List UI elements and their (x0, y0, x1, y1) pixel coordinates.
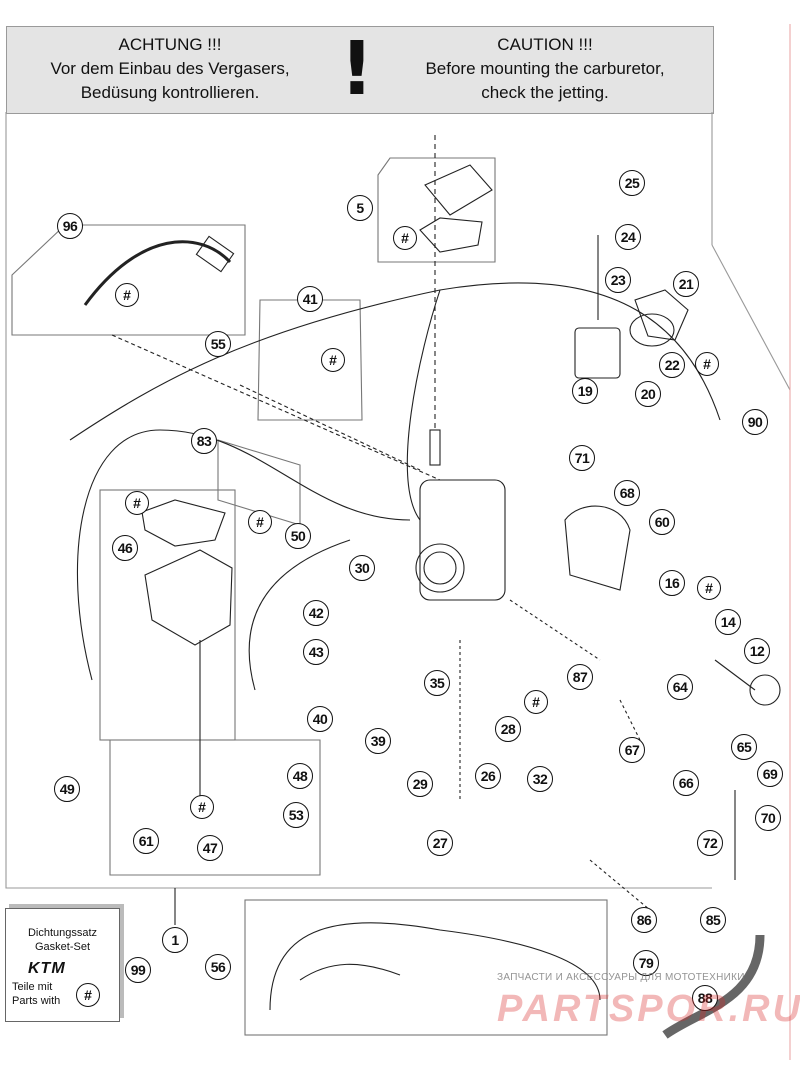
part-callout-25[interactable]: 25 (619, 170, 645, 196)
part-callout-20[interactable]: 20 (635, 381, 661, 407)
part-callout-79[interactable]: 79 (633, 950, 659, 976)
gasket-set-card: Dichtungssatz Gasket-Set Teile mit Parts… (5, 908, 120, 1022)
gasket-hash-icon: # (321, 348, 345, 372)
watermark: PARTSPOR.RU (497, 988, 800, 1030)
part-callout-19[interactable]: 19 (572, 378, 598, 404)
part-callout-61[interactable]: 61 (133, 828, 159, 854)
part-callout-26[interactable]: 26 (475, 763, 501, 789)
part-callout-71[interactable]: 71 (569, 445, 595, 471)
part-callout-96[interactable]: 96 (57, 213, 83, 239)
part-callout-40[interactable]: 40 (307, 706, 333, 732)
part-callout-24[interactable]: 24 (615, 224, 641, 250)
part-callout-23[interactable]: 23 (605, 267, 631, 293)
warning-banner (6, 26, 714, 114)
part-callout-55[interactable]: 55 (205, 331, 231, 357)
part-callout-87[interactable]: 87 (567, 664, 593, 690)
gasket-set-label-en: Gasket-Set (34, 941, 91, 953)
gasket-set-label-de: Dichtungssatz (27, 927, 98, 939)
gasket-hash-icon: # (697, 576, 721, 600)
part-callout-49[interactable]: 49 (54, 776, 80, 802)
part-callout-47[interactable]: 47 (197, 835, 223, 861)
part-callout-83[interactable]: 83 (191, 428, 217, 454)
part-callout-50[interactable]: 50 (285, 523, 311, 549)
part-callout-42[interactable]: 42 (303, 600, 329, 626)
part-callout-72[interactable]: 72 (697, 830, 723, 856)
warning-english-title: CAUTION !!! (497, 35, 593, 54)
gasket-hash-icon: # (115, 283, 139, 307)
exclamation-icon: ! (340, 26, 374, 112)
warning-german-line2: Bedüsung kontrollieren. (80, 83, 260, 102)
part-callout-35[interactable]: 35 (424, 670, 450, 696)
warning-german-title: ACHTUNG !!! (118, 35, 222, 54)
gasket-hash-icon: # (393, 226, 417, 250)
part-callout-88[interactable]: 88 (692, 985, 718, 1011)
part-callout-39[interactable]: 39 (365, 728, 391, 754)
part-callout-27[interactable]: 27 (427, 830, 453, 856)
part-callout-21[interactable]: 21 (673, 271, 699, 297)
part-callout-67[interactable]: 67 (619, 737, 645, 763)
part-callout-70[interactable]: 70 (755, 805, 781, 831)
part-callout-64[interactable]: 64 (667, 674, 693, 700)
warning-german: ACHTUNG !!! Vor dem Einbau des Vergasers… (20, 33, 320, 105)
part-callout-16[interactable]: 16 (659, 570, 685, 596)
part-callout-28[interactable]: 28 (495, 716, 521, 742)
part-callout-48[interactable]: 48 (287, 763, 313, 789)
part-callout-53[interactable]: 53 (283, 802, 309, 828)
part-callout-32[interactable]: 32 (527, 766, 553, 792)
gasket-hash-icon: # (524, 690, 548, 714)
part-callout-30[interactable]: 30 (349, 555, 375, 581)
part-callout-56[interactable]: 56 (205, 954, 231, 980)
part-callout-69[interactable]: 69 (757, 761, 783, 787)
part-callout-29[interactable]: 29 (407, 771, 433, 797)
part-callout-14[interactable]: 14 (715, 609, 741, 635)
part-callout-1[interactable]: 1 (162, 927, 188, 953)
part-callout-43[interactable]: 43 (303, 639, 329, 665)
part-callout-90[interactable]: 90 (742, 409, 768, 435)
warning-english-line1: Before mounting the carburetor, (425, 59, 665, 78)
part-callout-12[interactable]: 12 (744, 638, 770, 664)
watermark-subtext: ЗАПЧАСТИ И АКСЕССУАРЫ ДЛЯ МОТОТЕХНИКИ (497, 972, 745, 983)
gasket-hash-icon: # (125, 491, 149, 515)
part-callout-41[interactable]: 41 (297, 286, 323, 312)
gasket-set-note-de: Teile mit (12, 981, 53, 993)
part-callout-85[interactable]: 85 (700, 907, 726, 933)
gasket-hash-icon: # (248, 510, 272, 534)
part-callout-46[interactable]: 46 (112, 535, 138, 561)
part-callout-66[interactable]: 66 (673, 770, 699, 796)
gasket-set-hash-icon: # (76, 983, 100, 1007)
ktm-logo: KTM (28, 960, 66, 977)
part-callout-99[interactable]: 99 (125, 957, 151, 983)
part-callout-86[interactable]: 86 (631, 907, 657, 933)
gasket-set-note-en: Parts with (12, 995, 61, 1007)
warning-german-line1: Vor dem Einbau des Vergasers, (50, 59, 290, 78)
warning-english-line2: check the jetting. (481, 83, 609, 102)
part-callout-68[interactable]: 68 (614, 480, 640, 506)
part-callout-60[interactable]: 60 (649, 509, 675, 535)
warning-english: CAUTION !!! Before mounting the carburet… (385, 33, 705, 105)
gasket-hash-icon: # (695, 352, 719, 376)
part-callout-65[interactable]: 65 (731, 734, 757, 760)
part-callout-5[interactable]: 5 (347, 195, 373, 221)
gasket-hash-icon: # (190, 795, 214, 819)
part-callout-22[interactable]: 22 (659, 352, 685, 378)
